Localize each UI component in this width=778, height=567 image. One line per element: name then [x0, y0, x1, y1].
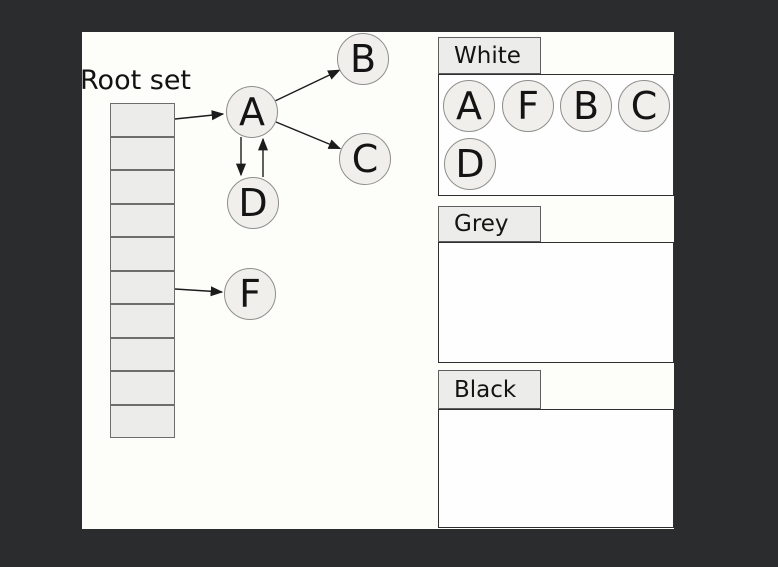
white-chip-d: D	[444, 138, 496, 190]
root-set-cell	[110, 270, 175, 304]
white-set-label: White	[454, 42, 521, 69]
root-set-cell	[110, 304, 175, 338]
node-b: B	[337, 33, 389, 85]
white-chip-b: B	[560, 80, 612, 132]
node-f: F	[224, 268, 276, 320]
root-set-cell	[110, 371, 175, 405]
root-set-cell	[110, 103, 175, 137]
edge-a-to-c	[275, 121, 342, 150]
black-set-box	[438, 409, 674, 528]
root-set-cell	[110, 237, 175, 271]
grey-set-box	[438, 242, 674, 363]
root-set-cell	[110, 136, 175, 170]
edge-rootcell6-to-f	[174, 286, 224, 297]
root-set-label: Root set	[80, 65, 192, 96]
root-set-cell	[110, 203, 175, 237]
root-set-cell	[110, 170, 175, 204]
grey-set-tab: Grey	[438, 206, 541, 242]
root-set-cell	[110, 337, 175, 371]
node-a: A	[226, 86, 278, 138]
black-set-label: Black	[454, 376, 517, 403]
white-chip-f: F	[502, 80, 554, 132]
node-d: D	[227, 177, 279, 229]
black-set-tab: Black	[438, 370, 541, 409]
root-set-stack	[110, 103, 175, 438]
root-set-cell	[110, 404, 175, 438]
diagram-canvas: Root set A B C D F White A F B C	[80, 32, 674, 529]
white-chip-c: C	[618, 80, 670, 132]
white-set-box: A F B C D	[438, 74, 674, 196]
grey-set-label: Grey	[454, 211, 509, 237]
node-c: C	[339, 133, 391, 185]
white-set-tab: White	[438, 37, 541, 74]
white-chip-a: A	[443, 80, 495, 132]
edge-rootcell1-to-a	[174, 110, 225, 121]
edge-a-to-b	[275, 69, 341, 102]
